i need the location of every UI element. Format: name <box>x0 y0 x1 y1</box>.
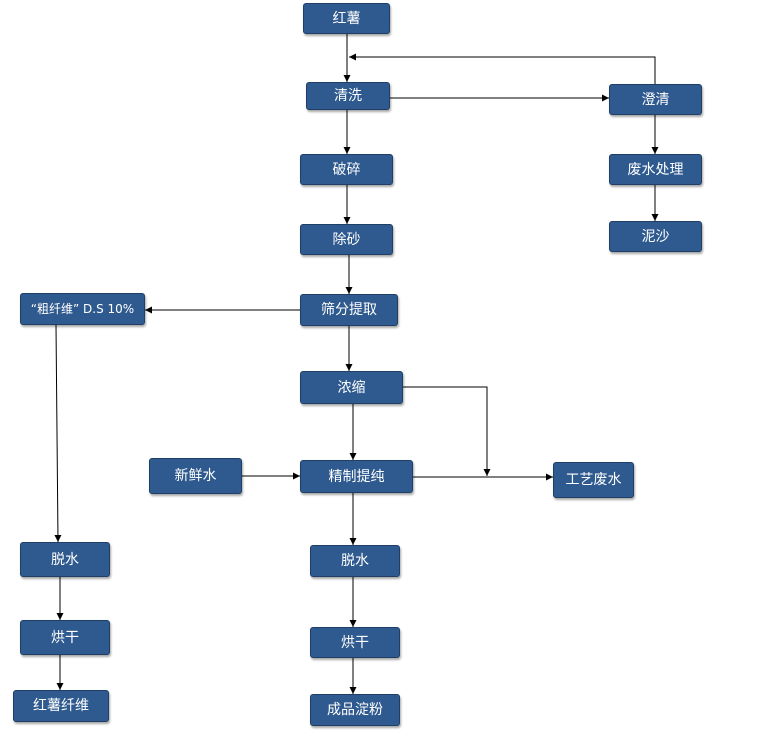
node-dry-center: 烘干 <box>310 627 400 658</box>
node-coarse-fiber: “粗纤维” D.S 10% <box>20 293 145 325</box>
node-concentrate: 浓缩 <box>300 371 403 404</box>
node-dewater-center: 脱水 <box>310 545 400 577</box>
node-sieve-extract: 筛分提取 <box>300 294 398 326</box>
node-crush: 破碎 <box>300 154 393 185</box>
node-process-wastewater: 工艺废水 <box>553 462 634 498</box>
edge-clarify-return <box>349 53 656 84</box>
node-desand: 除砂 <box>300 224 393 255</box>
edge-fiber-dewater <box>54 324 62 543</box>
node-wastewater-treatment: 废水处理 <box>609 154 702 185</box>
node-finished-starch: 成品淀粉 <box>310 694 400 726</box>
node-sludge: 泥沙 <box>609 221 702 252</box>
node-dewater-left: 脱水 <box>20 542 110 577</box>
node-refine: 精制提纯 <box>300 460 413 493</box>
node-dry-left: 烘干 <box>20 620 110 655</box>
node-clarify: 澄清 <box>609 84 702 115</box>
edge-concentrate-wastewater <box>403 386 491 476</box>
node-sweet-potato-fiber: 红薯纤维 <box>13 690 109 722</box>
node-fresh-water: 新鲜水 <box>149 458 242 494</box>
node-sweet-potato: 红薯 <box>303 3 390 34</box>
node-wash: 清洗 <box>306 82 390 110</box>
